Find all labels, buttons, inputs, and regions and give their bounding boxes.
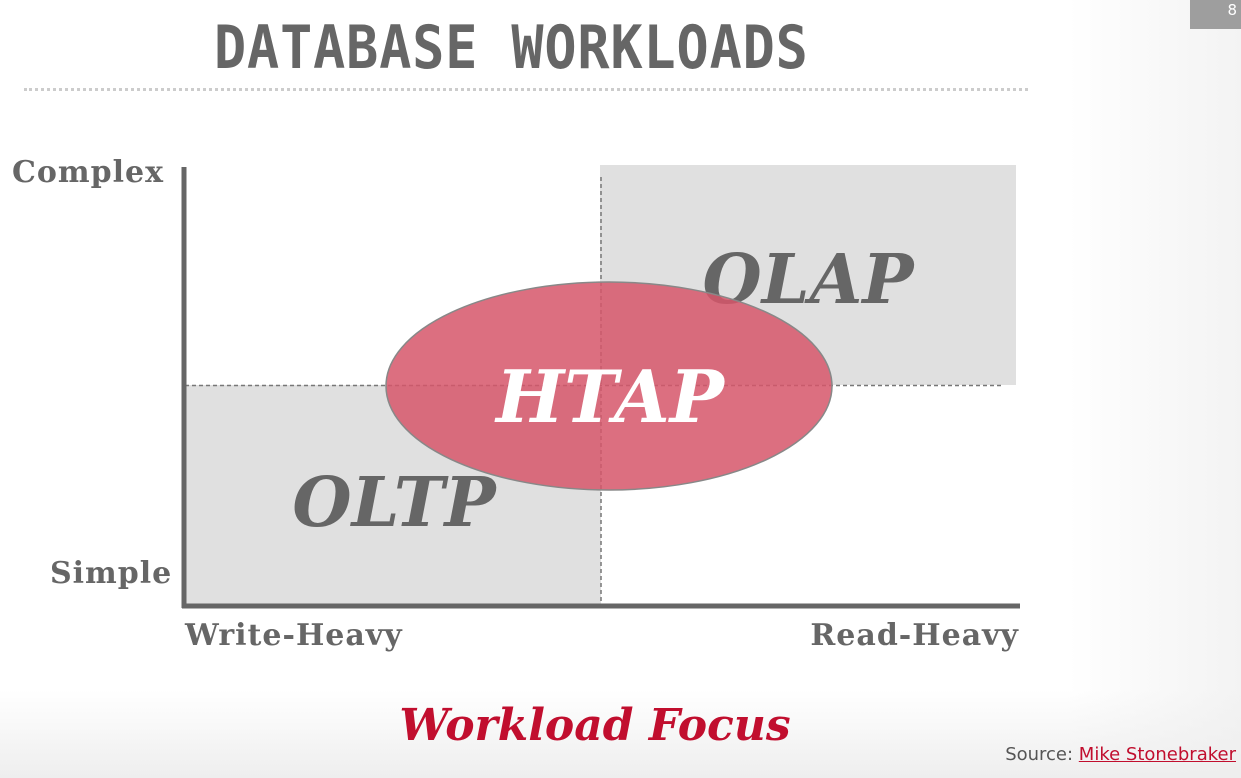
slide-number: 8 — [1227, 1, 1237, 19]
htap-label: HTAP — [494, 354, 726, 439]
oltp-label: OLTP — [292, 463, 497, 543]
diagram-caption: Workload Focus — [399, 700, 791, 751]
slide-background-bottom — [0, 690, 1241, 778]
y-axis-top-label: Complex — [12, 155, 164, 190]
source-prefix: Source: — [1005, 744, 1079, 765]
x-axis-left-label: Write-Heavy — [185, 618, 403, 653]
y-axis-bottom-label: Simple — [50, 556, 173, 591]
slide-number-box: 8 — [1190, 0, 1241, 29]
source-link[interactable]: Mike Stonebraker — [1078, 744, 1236, 765]
slide-title: DATABASE WORKLOADS — [214, 13, 809, 83]
title-divider — [24, 88, 1028, 91]
htap-ellipse — [385, 281, 833, 491]
x-axis-right-label: Read-Heavy — [810, 618, 1019, 653]
source-credit: Source: Mike Stonebraker — [1005, 744, 1236, 765]
